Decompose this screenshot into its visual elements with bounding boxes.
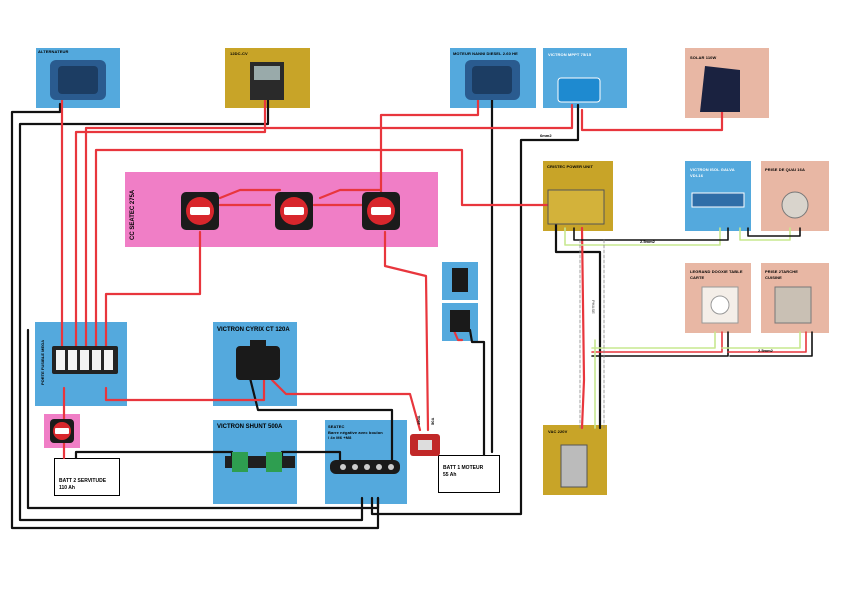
batt2-box: BATT 2 SERVITUDE 110 Ah [54, 458, 120, 496]
socket-image [701, 286, 739, 324]
vdc12-label: 12DC-CV [230, 51, 248, 56]
shunt-label: VICTRON SHUNT 500A [217, 424, 283, 430]
seatec-label: SEATEC [328, 424, 345, 429]
engine-image [465, 60, 520, 100]
positive-wires [60, 88, 724, 460]
battery-switch-3 [362, 192, 400, 230]
fuse-label-150a: 150A [416, 415, 421, 425]
isol-sublabel: VDI-16 [690, 173, 704, 178]
negative-wires [10, 98, 602, 530]
switch-icon-1 [452, 268, 468, 292]
fuse-block [52, 346, 118, 374]
prise-cuisine-label: PRISE 2TARCHE CUISINE [765, 269, 799, 280]
phase-label: PHASE [591, 300, 596, 314]
shore-plug-image [781, 191, 809, 219]
isolator-image [691, 192, 745, 208]
moteur-label: MOTEUR NANNI DIESEL 2.60 HE [453, 51, 518, 56]
cristec-label: CRISTEC POWER UNIT [547, 164, 594, 169]
main-fuse-holder [410, 434, 440, 456]
switch-icon-2 [450, 310, 470, 332]
seatec-sublabel: Barre négative avec boulon / 4x M6 +M8 [328, 430, 383, 440]
wire-label-2-5mm2-a: 2.5mm2 [640, 239, 655, 244]
vac-panel-image [560, 444, 588, 488]
mppt-label: VICTRON MPPT 75/15 [548, 52, 592, 57]
batt2-line2: 110 Ah [59, 485, 75, 491]
alternateur-label: ALTERNATEUR [38, 49, 69, 54]
negative-busbar [330, 460, 400, 474]
battery-switch-1 [181, 192, 219, 230]
wire-label-2-5mm2-b: 2.5mm2 [758, 348, 773, 353]
prise-quai-label: PRISE DE QUAI 16A [765, 167, 805, 172]
cristec-image [547, 189, 605, 225]
cyrix-device [236, 340, 280, 380]
wire-label-6mm2: 6mm2 [540, 133, 552, 138]
shunt-device [225, 452, 295, 472]
phase-lines [579, 239, 605, 431]
batt1-line2: 55 Ah [443, 472, 457, 478]
solar-panel-image [700, 66, 740, 112]
batt1-line1: BATT 1 MOTEUR [443, 465, 484, 471]
cuisine-socket-image [774, 286, 812, 324]
dc-panel-image [250, 62, 284, 100]
fuse-label-50a: 50A [430, 417, 435, 425]
batt1-box: BATT 1 MOTEUR 55 Ah [438, 455, 500, 493]
ac-wires [564, 227, 813, 429]
batt2-line1: BATT 2 SERVITUDE [59, 478, 107, 484]
solar-label: SOLAR 110W [690, 55, 717, 60]
isol-label: VICTRON ISOL GALVA [690, 167, 735, 172]
mppt-image [557, 77, 601, 103]
vac-label: VAC 220V [548, 429, 568, 434]
small-battery-switch [50, 419, 74, 443]
battery-switch-2 [275, 192, 313, 230]
legrand-label: LEGRAND DOOXIE TABLE CARTE [690, 269, 743, 280]
cyrix-label: VICTRON CYRIX CT 120A [217, 327, 290, 333]
alternator-image [50, 60, 106, 100]
